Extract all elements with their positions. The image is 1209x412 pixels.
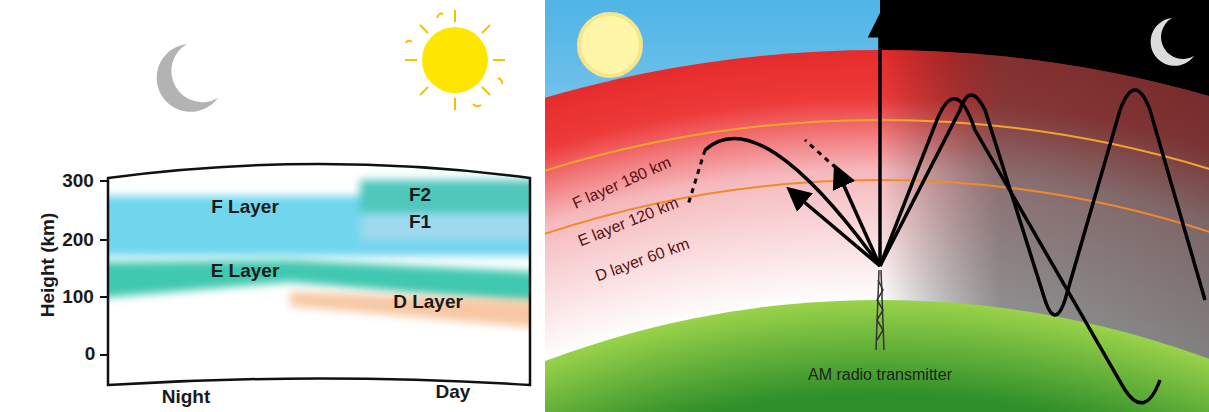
axis-label: Night xyxy=(162,386,211,408)
tick-label: 300 xyxy=(62,170,94,192)
layer-band: E Layer xyxy=(207,259,284,283)
layer-name: E Layer xyxy=(211,260,280,281)
layer-name: F2 xyxy=(409,184,431,205)
caption-label: AM radio transmitter xyxy=(808,366,952,384)
layer-name: F1 xyxy=(409,211,431,232)
layer-band: F1 xyxy=(405,210,435,234)
tick-label: 0 xyxy=(85,343,96,365)
axis-title: Height (km) xyxy=(37,213,59,318)
layer-band: D Layer xyxy=(389,290,467,314)
layer-name: F Layer xyxy=(211,196,279,217)
layer-band: F Layer xyxy=(207,195,283,219)
tick-label: 200 xyxy=(62,229,94,251)
layer-name: D Layer xyxy=(393,291,463,312)
layer-band: F2 xyxy=(405,183,435,207)
axis-label: Day xyxy=(436,381,471,403)
tick-label: 100 xyxy=(62,286,94,308)
